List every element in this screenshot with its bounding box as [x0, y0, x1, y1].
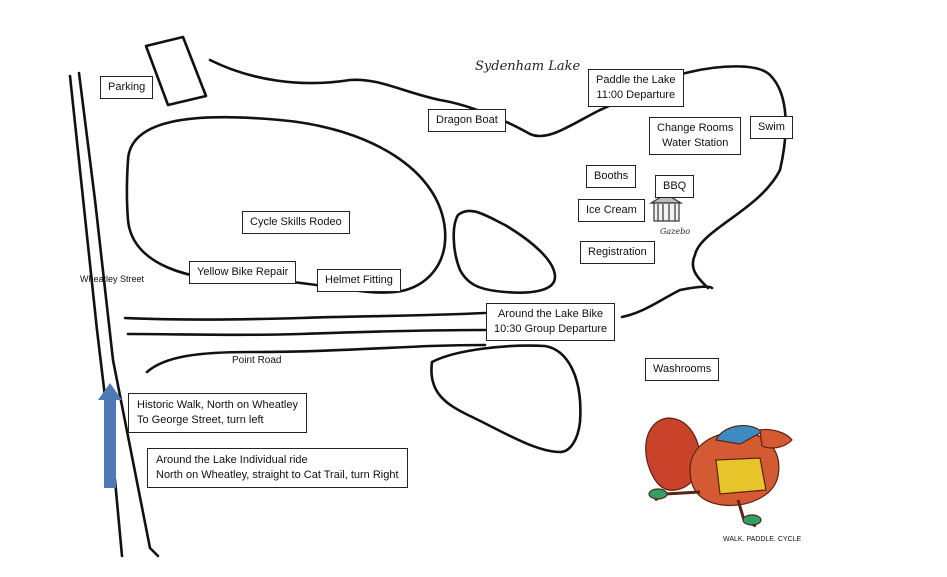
wheatley-street-west-edge	[68, 74, 124, 558]
road-label: Point Road	[232, 355, 282, 366]
yellow-bike-box: Yellow Bike Repair	[189, 261, 297, 284]
registration-box: Registration	[580, 241, 655, 264]
dragon-boat-label: Dragon Boat	[436, 114, 498, 126]
bbq-box: BBQ	[655, 175, 695, 198]
gazebo-icon	[648, 193, 684, 222]
mascot-caption: WALK. PADDLE. CYCLE	[723, 536, 802, 543]
booths-label: Booths	[594, 170, 629, 182]
fox-mascot-icon	[645, 417, 793, 528]
island-upper	[452, 209, 557, 294]
point-road-north-edge	[123, 311, 487, 321]
paddle-the-lake-box: Paddle the Lake 11:00 Departure	[588, 69, 684, 107]
point-road-south-edge	[145, 343, 487, 374]
point-road-north-edge-2	[126, 328, 487, 337]
parking-label: Parking	[108, 81, 146, 93]
island-lower	[430, 344, 582, 454]
swim-label: Swim	[758, 121, 785, 133]
ice-cream-box: Ice Cream	[578, 199, 645, 222]
individual-ride-line2: North on Wheatley, straight to Cat Trail…	[156, 469, 399, 481]
track-oval	[125, 115, 447, 294]
bike-time: 10:30 Group Departure	[494, 323, 608, 335]
booths-box: Booths	[586, 165, 637, 188]
individual-ride-box: Around the Lake Individual ride North on…	[147, 448, 408, 488]
helmet-fitting-box: Helmet Fitting	[317, 269, 401, 292]
cycle-skills-label: Cycle Skills Rodeo	[250, 216, 342, 228]
cycle-skills-box: Cycle Skills Rodeo	[242, 211, 350, 234]
water-station-label: Water Station	[662, 137, 729, 149]
yellow-bike-label: Yellow Bike Repair	[197, 266, 289, 278]
historic-walk-line2: To George Street, turn left	[137, 414, 264, 426]
change-rooms-label: Change Rooms	[657, 122, 734, 134]
lake-label: Sydenham Lake	[475, 59, 581, 74]
bbq-label: BBQ	[663, 180, 687, 192]
change-rooms-box: Change Rooms Water Station	[649, 117, 742, 155]
parking-box: Parking	[100, 76, 154, 99]
lake-shoreline	[208, 58, 787, 290]
historic-walk-box: Historic Walk, North on Wheatley To Geor…	[128, 393, 307, 433]
wheatley-street-east-edge	[77, 71, 160, 558]
dragon-boat-box: Dragon Boat	[428, 109, 506, 132]
street-label: Wheatley Street	[80, 274, 145, 284]
gazebo-label: Gazebo	[660, 227, 691, 236]
washrooms-box: Washrooms	[645, 358, 720, 381]
around-lake-bike-box: Around the Lake Bike 10:30 Group Departu…	[486, 303, 616, 341]
paddle-time: 11:00 Departure	[596, 89, 676, 101]
bike-title: Around the Lake Bike	[497, 308, 604, 320]
path-to-registration	[620, 285, 714, 319]
parking-lot	[144, 35, 208, 107]
historic-walk-line1: Historic Walk, North on Wheatley	[137, 399, 298, 411]
helmet-fitting-label: Helmet Fitting	[325, 274, 393, 286]
north-arrow-icon	[98, 383, 122, 488]
swim-box: Swim	[750, 116, 793, 139]
individual-ride-line1: Around the Lake Individual ride	[156, 454, 308, 466]
paddle-title: Paddle the Lake	[596, 74, 676, 86]
washrooms-label: Washrooms	[653, 363, 712, 375]
registration-label: Registration	[588, 246, 647, 258]
ice-cream-label: Ice Cream	[586, 204, 637, 216]
